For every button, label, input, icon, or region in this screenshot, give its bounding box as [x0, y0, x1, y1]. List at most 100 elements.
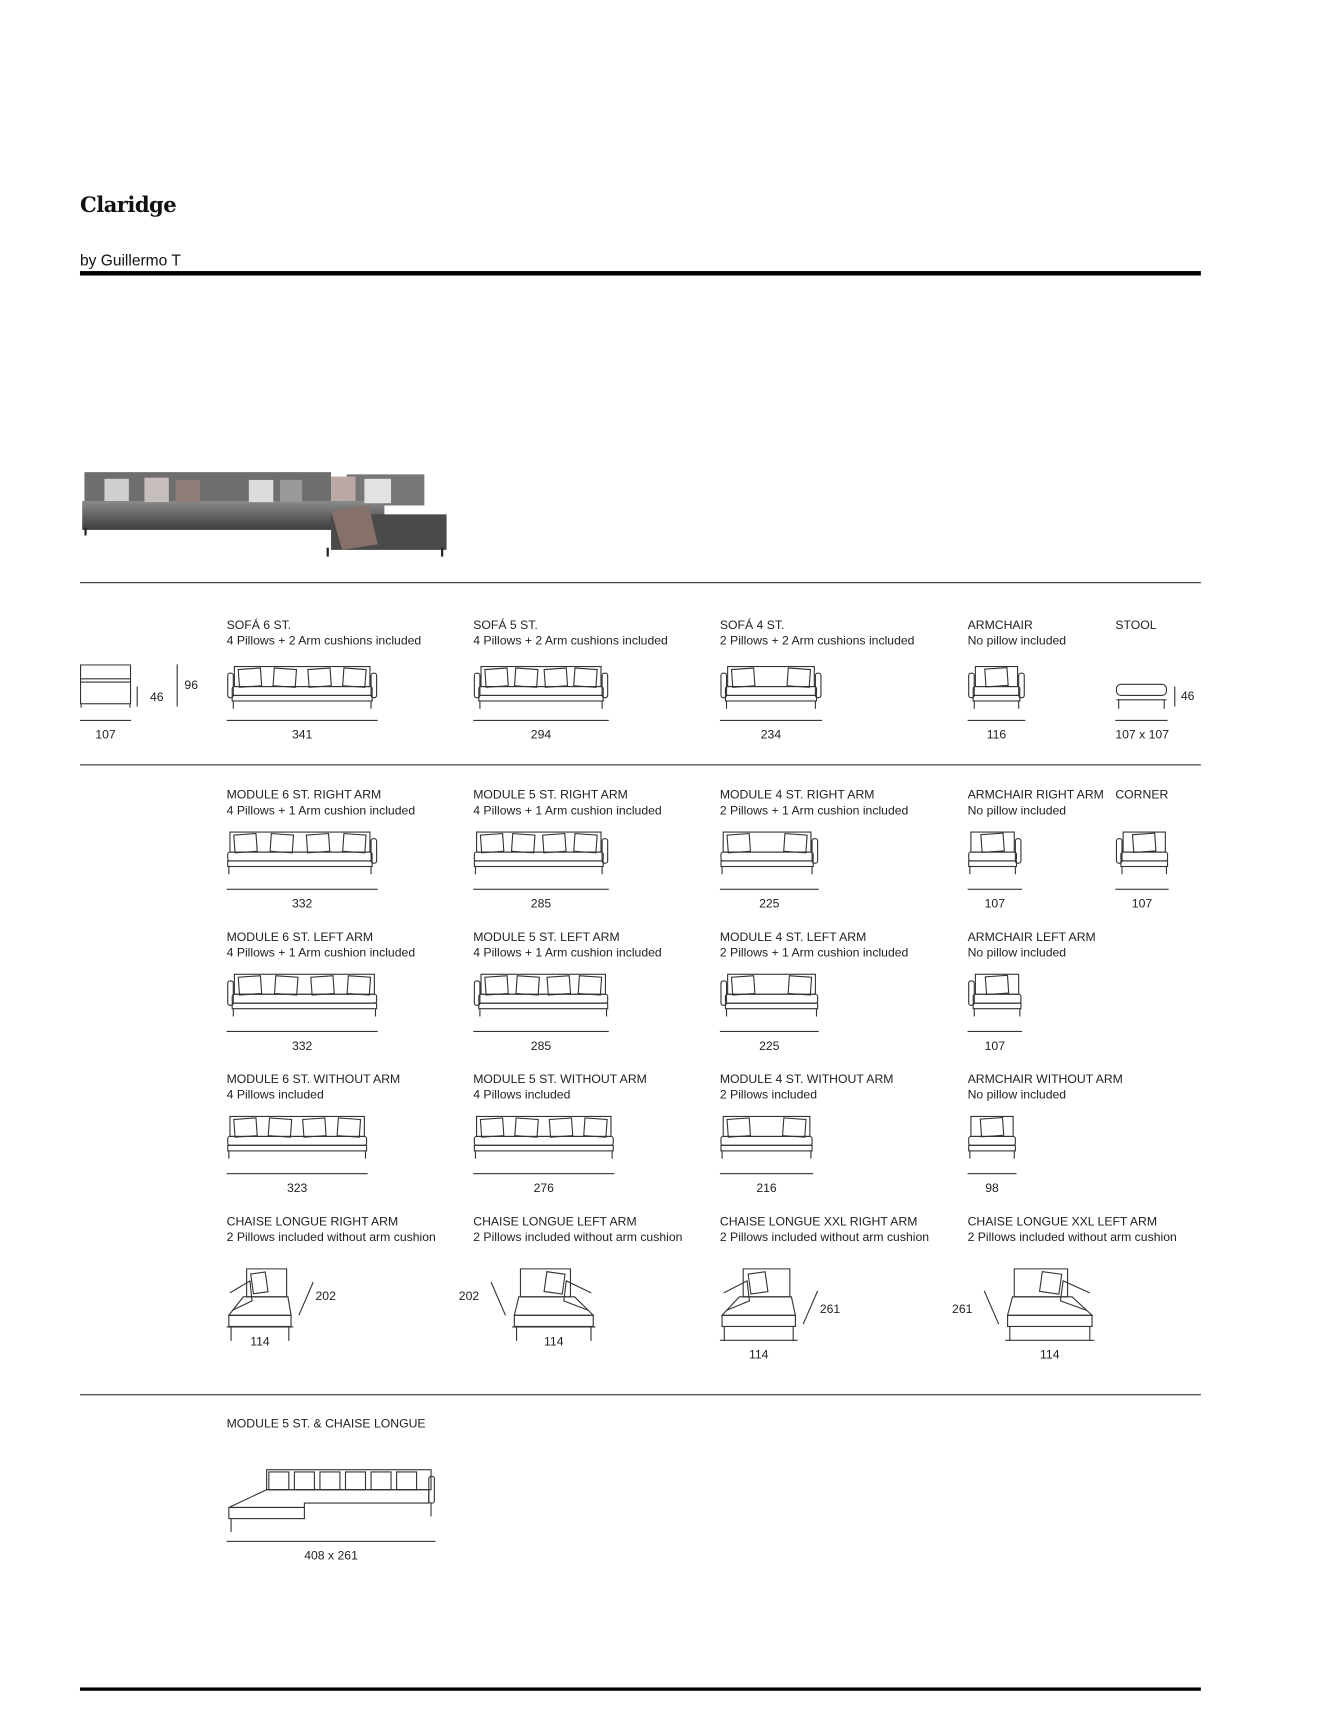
footer-divider	[79, 1687, 1201, 1691]
pillow	[573, 832, 598, 854]
depth-line	[298, 1281, 314, 1316]
dimension-label: 107	[984, 897, 1005, 911]
dimension-label: 341	[291, 728, 313, 743]
chaise-right-arm-icon	[227, 1268, 292, 1341]
dimension-line	[1115, 888, 1169, 890]
item-subtitle: 2 Pillows included without arm cushion	[473, 1230, 683, 1245]
item-title: SOFÁ 5 ST.	[473, 618, 538, 633]
pillow	[783, 832, 808, 854]
dimension-label: 323	[286, 1181, 308, 1196]
item-title: MODULE 4 ST. RIGHT ARM	[719, 788, 875, 803]
item-subtitle: No pillow included	[967, 804, 1067, 818]
dimension-line	[473, 1173, 615, 1175]
dimension-line	[226, 888, 378, 890]
item-subtitle: 4 Pillows + 1 Arm cushion included	[226, 804, 416, 818]
pillow	[273, 975, 299, 996]
dimension-line	[473, 1030, 609, 1033]
height-bar	[1174, 686, 1176, 707]
dimension-line	[473, 719, 609, 721]
sofa-both-arms-icon	[473, 665, 609, 709]
pillow	[781, 1117, 807, 1138]
product-item: MODULE 6 ST. WITHOUT ARM 4 Pillows inclu…	[226, 1072, 449, 1216]
item-title: MODULE 4 ST. LEFT ARM	[719, 930, 867, 945]
pillow	[984, 974, 1010, 996]
pillow	[984, 667, 1009, 688]
pillow	[546, 975, 572, 996]
product-item: CHAISE LONGUE RIGHT ARM 2 Pillows includ…	[226, 1214, 449, 1358]
product-item: CHAISE LONGUE LEFT ARM 2 Pillows include…	[459, 1214, 695, 1358]
pillow	[233, 832, 258, 854]
dimension-label: 116	[986, 728, 1007, 743]
dimension-line	[473, 888, 609, 890]
product-item: MODULE 5 ST. RIGHT ARM 4 Pillows + 1 Arm…	[473, 788, 695, 932]
pillow	[305, 832, 331, 854]
item-subtitle: 4 Pillows included	[226, 1088, 324, 1103]
armchair-no-arm-icon	[968, 1115, 1016, 1159]
sofa-left-arm-icon	[227, 973, 378, 1017]
item-title: MODULE 5 ST. WITHOUT ARM	[473, 1073, 647, 1087]
pillow	[726, 832, 752, 854]
width-line	[79, 719, 132, 721]
dimension-line	[967, 1030, 1023, 1033]
dimension-label: 408 x 261	[304, 1549, 358, 1564]
depth-label: 202	[458, 1289, 480, 1304]
corner-icon	[1115, 831, 1169, 875]
item-subtitle: No pillow included	[967, 1088, 1067, 1103]
product-item: SOFÁ 6 ST. 4 Pillows + 2 Arm cushions in…	[226, 618, 449, 762]
depth-label: 202	[315, 1289, 336, 1304]
dimension-line	[1115, 719, 1168, 721]
item-title: CHAISE LONGUE XXL RIGHT ARM	[719, 1215, 918, 1229]
sofa-no-arm-icon	[473, 1115, 614, 1159]
depth-line	[802, 1290, 819, 1325]
dimension-label: 294	[530, 728, 552, 743]
pillow	[237, 975, 263, 996]
item-title: CHAISE LONGUE LEFT ARM	[473, 1215, 637, 1229]
product-item: SOFÁ 5 ST. 4 Pillows + 2 Arm cushions in…	[473, 618, 695, 762]
dimension-line	[719, 719, 823, 721]
dimension-label: 114	[1040, 1348, 1060, 1362]
depth-line	[490, 1281, 506, 1316]
dimension-line	[226, 1173, 368, 1175]
product-item: MODULE 6 ST. RIGHT ARM 4 Pillows + 1 Arm…	[226, 788, 449, 932]
dimension-line	[1005, 1339, 1095, 1341]
pillow	[786, 667, 812, 688]
dimension-label: 107	[984, 1039, 1005, 1054]
pillow	[342, 832, 367, 854]
sofa-right-arm-icon	[227, 831, 378, 875]
dimension-label: 285	[530, 897, 552, 911]
dimension-line	[967, 719, 1026, 721]
pillow	[980, 832, 1005, 853]
dimension-line	[967, 888, 1023, 890]
product-item: MODULE 5 ST. & CHAISE LONGUE 408 x 261	[226, 1416, 449, 1564]
item-subtitle: 4 Pillows + 1 Arm cushion included	[226, 946, 416, 960]
product-item: CHAISE LONGUE XXL RIGHT ARM 2 Pillows in…	[719, 1214, 942, 1362]
chaise-xxl-right-arm-icon	[720, 1268, 797, 1341]
item-title: MODULE 4 ST. WITHOUT ARM	[719, 1073, 894, 1087]
height-label: 96	[184, 678, 199, 693]
width-label: 107	[95, 728, 116, 743]
sofa-photo	[82, 472, 447, 557]
item-title: MODULE 6 ST. LEFT ARM	[226, 930, 374, 945]
seat-height-bar	[136, 686, 138, 707]
module-side-icon	[79, 664, 132, 708]
product-item: CHAISE LONGUE XXL LEFT ARM 2 Pillows inc…	[952, 1214, 1190, 1362]
pillow	[237, 667, 263, 688]
pillow	[573, 667, 598, 688]
item-title: STOOL	[1115, 618, 1157, 633]
dimension-line	[226, 1030, 378, 1033]
dimension-label: 114	[544, 1335, 564, 1349]
item-subtitle: No pillow included	[967, 946, 1067, 960]
seat-height-label: 46	[149, 690, 164, 705]
item-title: MODULE 5 ST. & CHAISE LONGUE	[226, 1417, 426, 1431]
product-item: MODULE 6 ST. LEFT ARM 4 Pillows + 1 Arm …	[226, 930, 449, 1074]
sofa-with-chaise-icon	[228, 1469, 435, 1532]
item-subtitle: 2 Pillows included without arm cushion	[967, 1230, 1177, 1245]
pillow	[272, 667, 298, 688]
dimension-line	[719, 1030, 819, 1033]
stool-icon	[1115, 683, 1168, 709]
pillow	[542, 832, 567, 854]
item-title: ARMCHAIR	[967, 618, 1033, 633]
